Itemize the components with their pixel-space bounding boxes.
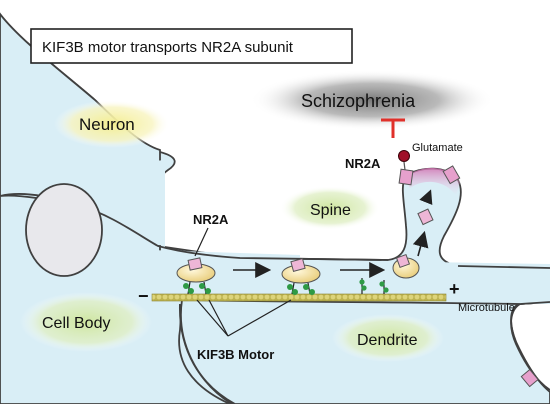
kif3b-motor-icon: [183, 281, 211, 295]
nr2a-receptor-icon: [417, 208, 434, 226]
kif3b-motor-icon: [287, 282, 315, 295]
neuron-label: Neuron: [79, 115, 135, 134]
dendrite-glow: [332, 314, 444, 362]
neuron-glow: [54, 100, 170, 148]
cargo-vesicle-3: [392, 253, 420, 279]
nr2a-receptor-icon: [395, 253, 411, 269]
title-box: [30, 28, 353, 64]
glutamate-label: Glutamate: [412, 142, 463, 154]
nr2a-receptor-icon: [187, 257, 203, 271]
glutamate-icon: [398, 150, 410, 162]
transport-arrow-icon: [412, 230, 429, 257]
microtubule-plus-end: +: [449, 279, 460, 299]
kif3b-motor-icon: [359, 278, 389, 294]
spine-label: Spine: [310, 202, 351, 219]
schizophrenia-label: Schizophrenia: [301, 91, 416, 111]
nr2a-dendrite-label: NR2A: [193, 212, 229, 227]
transport-arrow-icon: [419, 189, 433, 205]
nr2a-receptor-icon: [442, 165, 461, 185]
spine-glow: [280, 186, 380, 230]
nr2a-receptor-icon: [520, 368, 539, 388]
dendrite-label: Dendrite: [357, 332, 418, 349]
kif3b-motor-label: KIF3B Motor: [197, 347, 274, 362]
nucleus: [25, 183, 103, 277]
cargo-vesicle-2: [281, 258, 321, 295]
nr2a-receptor-icon: [290, 258, 306, 272]
nr2a-pointer-line: [194, 227, 209, 257]
cell-body-glow: [20, 292, 152, 352]
nr2a-spine-label: NR2A: [345, 156, 381, 171]
microtubule: [151, 293, 447, 302]
cell-body-label: Cell Body: [42, 315, 110, 332]
title: KIF3B motor transports NR2A subunit: [42, 39, 294, 56]
microtubule-minus-end: −: [138, 286, 149, 306]
nr2a-receptor-icon: [398, 168, 414, 186]
microtubule-label: Microtubule: [458, 302, 515, 314]
cargo-vesicle-1: [176, 257, 216, 295]
inhibition-icon: [381, 118, 405, 138]
kif3b-pointer-lines: [196, 299, 292, 337]
schizophrenia-glow: [250, 70, 494, 130]
